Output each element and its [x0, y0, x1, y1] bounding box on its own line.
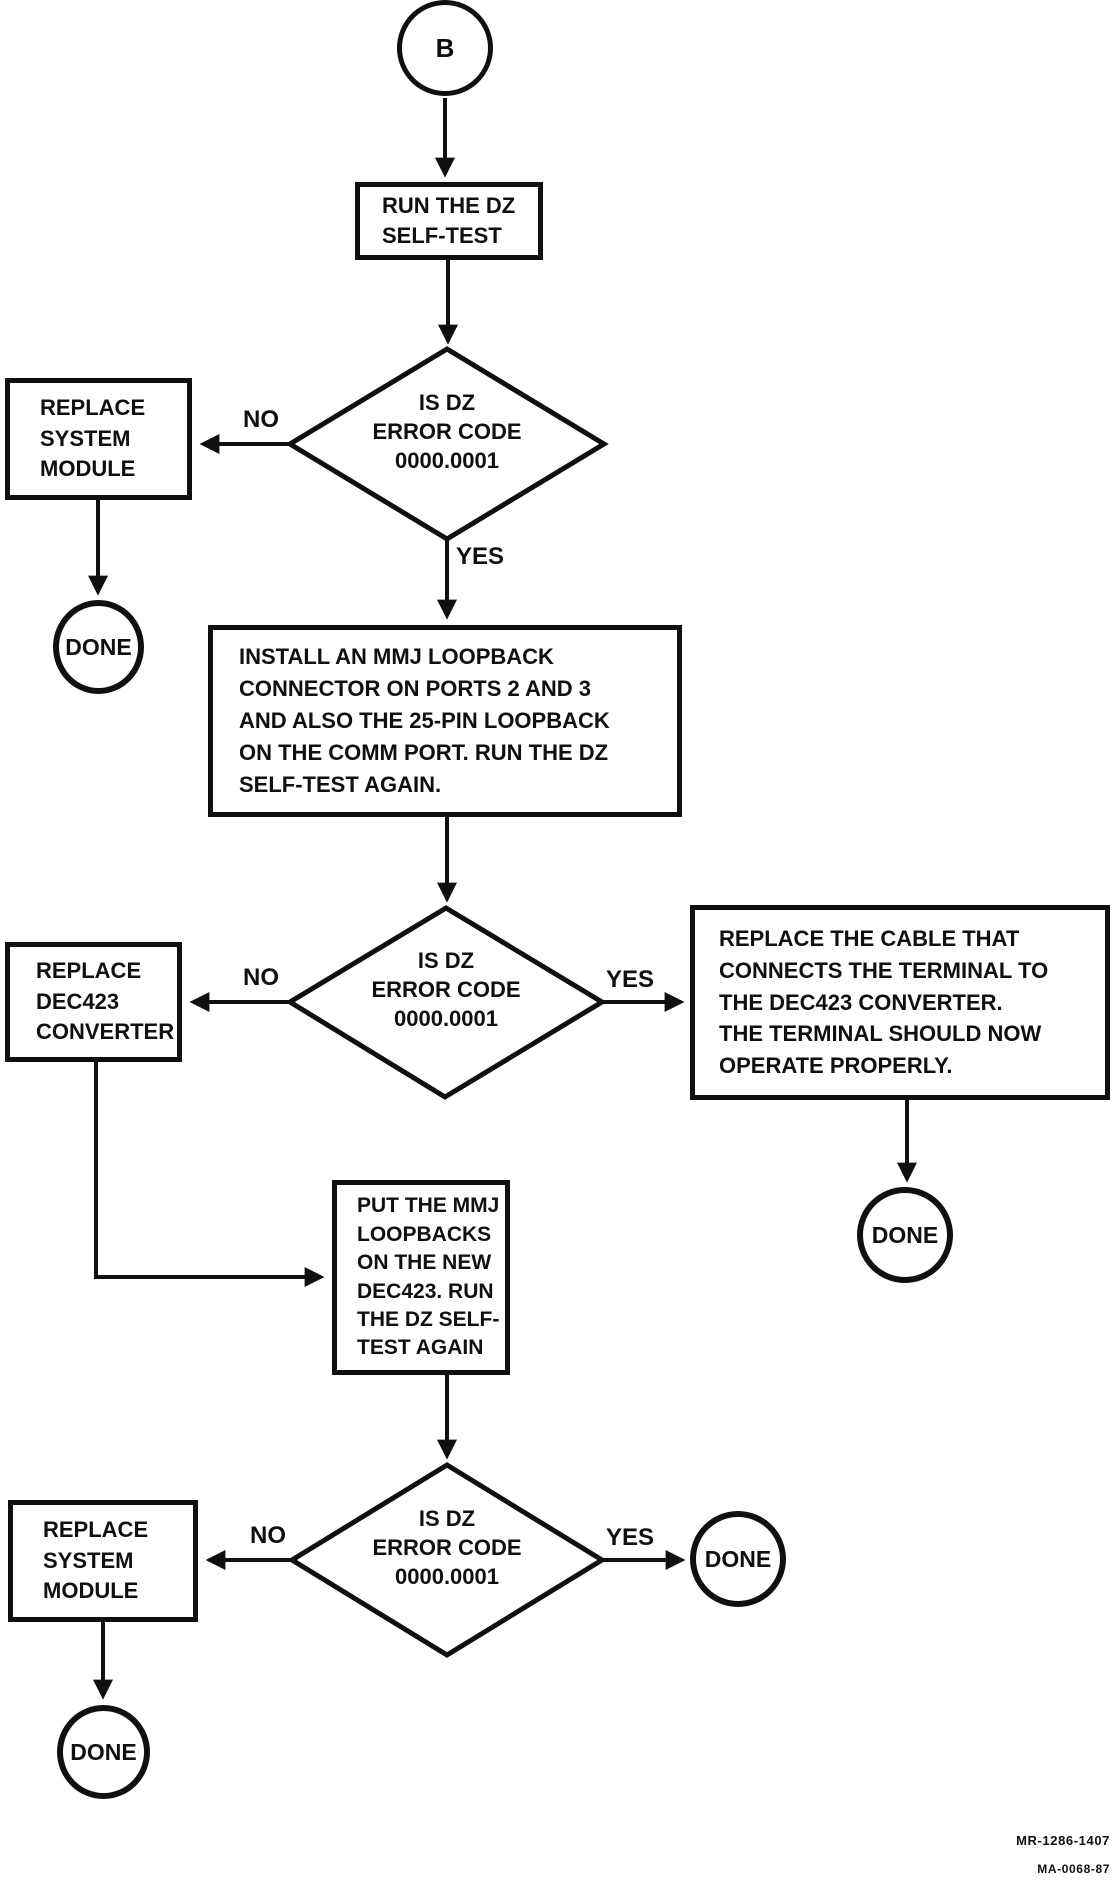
terminal-done-1-label: DONE — [65, 633, 132, 660]
process-replace-cable-label: REPLACE THE CABLE THAT CONNECTS THE TERM… — [719, 925, 1049, 1079]
process-run-dz-self-test: RUN THE DZ SELF-TEST — [355, 182, 543, 260]
decision-1-diamond — [285, 346, 609, 542]
terminal-done-4-label: DONE — [70, 1738, 137, 1765]
process-replace-system-module-2-label: REPLACE SYSTEM MODULE — [43, 1517, 149, 1604]
decision-2-label: IS DZ ERROR CODE 0000.0001 — [371, 948, 521, 1032]
edge-label-no-1: NO — [243, 406, 279, 433]
edge-label-yes-2: YES — [606, 966, 655, 993]
terminal-done-3: DONE — [690, 1511, 786, 1607]
process-install-loopbacks-label: INSTALL AN MMJ LOOPBACK CONNECTOR ON POR… — [239, 644, 610, 797]
decision-1-label: IS DZ ERROR CODE 0000.0001 — [372, 390, 522, 474]
doc-number-primary: MR-1286-1407 — [1016, 1833, 1110, 1848]
edge-label-no-3: NO — [250, 1522, 286, 1549]
decision-3-label: IS DZ ERROR CODE 0000.0001 — [372, 1506, 522, 1590]
process-put-loopbacks-label: PUT THE MMJ LOOPBACKS ON THE NEW DEC423.… — [357, 1194, 500, 1360]
process-put-loopbacks: PUT THE MMJ LOOPBACKS ON THE NEW DEC423.… — [332, 1180, 510, 1375]
terminal-done-1: DONE — [53, 600, 144, 694]
doc-number-secondary: MA-0068-87 — [1037, 1862, 1110, 1876]
process-run-dz-self-test-label: RUN THE DZ SELF-TEST — [382, 192, 516, 248]
edge-label-yes-3: YES — [606, 1524, 655, 1551]
process-replace-dec423-label: REPLACE DEC423 CONVERTER — [36, 958, 175, 1045]
process-replace-system-module-1: REPLACE SYSTEM MODULE — [5, 378, 192, 500]
connector-b-label: B — [435, 32, 455, 63]
terminal-done-4: DONE — [57, 1705, 150, 1799]
decision-3-diamond — [287, 1462, 607, 1658]
process-replace-cable: REPLACE THE CABLE THAT CONNECTS THE TERM… — [690, 905, 1110, 1100]
process-replace-system-module-1-label: REPLACE SYSTEM MODULE — [40, 395, 146, 482]
terminal-done-2: DONE — [857, 1187, 953, 1283]
decision-2-diamond — [285, 905, 607, 1100]
edge-label-yes-1: YES — [456, 543, 505, 570]
terminal-done-2-label: DONE — [871, 1221, 939, 1248]
process-install-loopbacks: INSTALL AN MMJ LOOPBACK CONNECTOR ON POR… — [208, 625, 682, 817]
edge-label-no-2: NO — [243, 964, 279, 991]
process-replace-system-module-2: REPLACE SYSTEM MODULE — [8, 1500, 198, 1622]
process-replace-dec423: REPLACE DEC423 CONVERTER — [5, 942, 182, 1062]
connector-b: B — [397, 0, 493, 96]
terminal-done-3-label: DONE — [704, 1545, 772, 1572]
